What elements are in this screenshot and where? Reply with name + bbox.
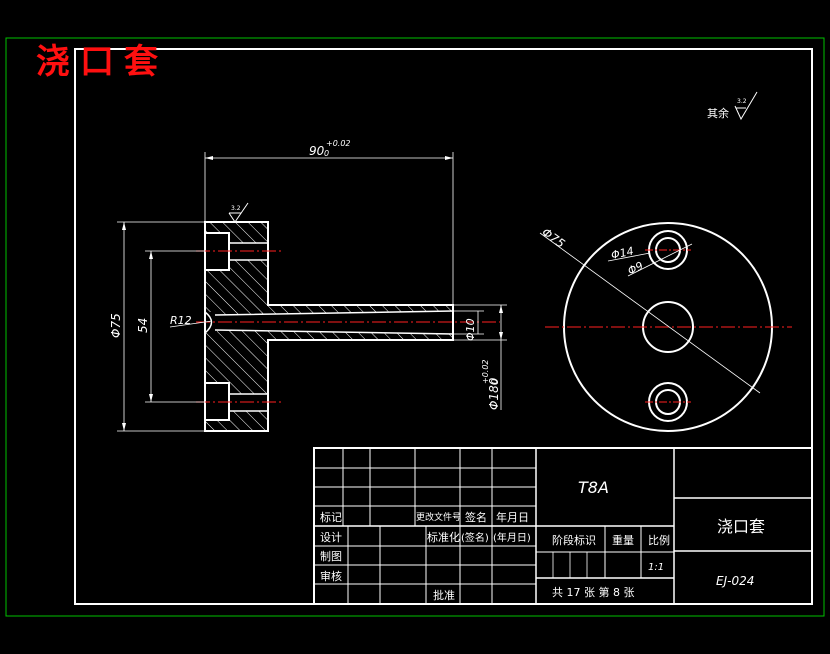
tb-header-mark: 标记 [320,510,342,524]
tb-row-standardize: 标准化 [427,530,460,544]
dim-flange-tol-upper: +0.02 [481,359,490,384]
tb-weight: 重量 [612,533,634,547]
tb-scale: 1:1 [648,562,664,573]
title-block [313,447,813,605]
flange-roughness-value: 3.2 [231,205,241,212]
tb-ratio: 比例 [648,533,670,547]
roughness-note: 其余 3.2 [707,91,758,121]
dim-length: 90 [309,144,325,158]
tb-header-date: 年月日 [496,510,529,524]
side-dim-cbore-dia: Φ14 [610,245,635,262]
tb-sheet-info: 共 17 张 第 8 张 [552,585,634,599]
drawing-title: 浇口套 [36,42,168,82]
roughness-symbol [734,91,758,121]
tb-row-drafting: 制图 [320,550,342,563]
tb-part-name: 浇口套 [717,517,765,536]
tb-header-signature: 签名 [465,510,487,524]
tb-row-approve: 批准 [433,588,455,602]
tb-drawing-number: EJ-024 [716,574,754,588]
viewport-border [5,37,825,617]
roughness-note-value: 3.2 [737,98,747,105]
dim-bolt-circle: 54 [136,318,150,333]
side-dim-outer-dia: Φ75 [539,225,567,251]
tb-row-std-signature: (签名) [461,531,489,544]
dim-bore: Φ10 [464,318,477,341]
dim-flange-tol-lower: 0 [490,379,499,384]
roughness-note-label: 其余 [707,106,729,120]
dim-flange-dia: Φ180 [487,377,501,410]
tb-row-design: 设计 [320,531,342,544]
dim-outer-dia: Φ75 [109,313,123,338]
tb-header-change-doc: 更改文件号 [416,511,461,523]
side-dim-hole-dia: Φ9 [626,259,646,278]
tb-row-review: 审核 [320,569,342,583]
tb-stage-mark: 阶段标识 [552,533,596,547]
dim-length-tol-upper: +0.02 [326,139,351,148]
dim-length-tol-lower: 0 [324,149,329,158]
flange-roughness-symbol [228,202,249,223]
tb-row-std-date: (年月日) [493,531,531,544]
tb-material: T8A [578,478,609,497]
front-view: 90 +0.02 0 3.2 Φ75 54 R12 Φ10 Φ180 +0. [109,139,507,432]
side-view: Φ75 Φ14 Φ9 [539,222,792,432]
dim-radius: R12 [170,314,192,327]
